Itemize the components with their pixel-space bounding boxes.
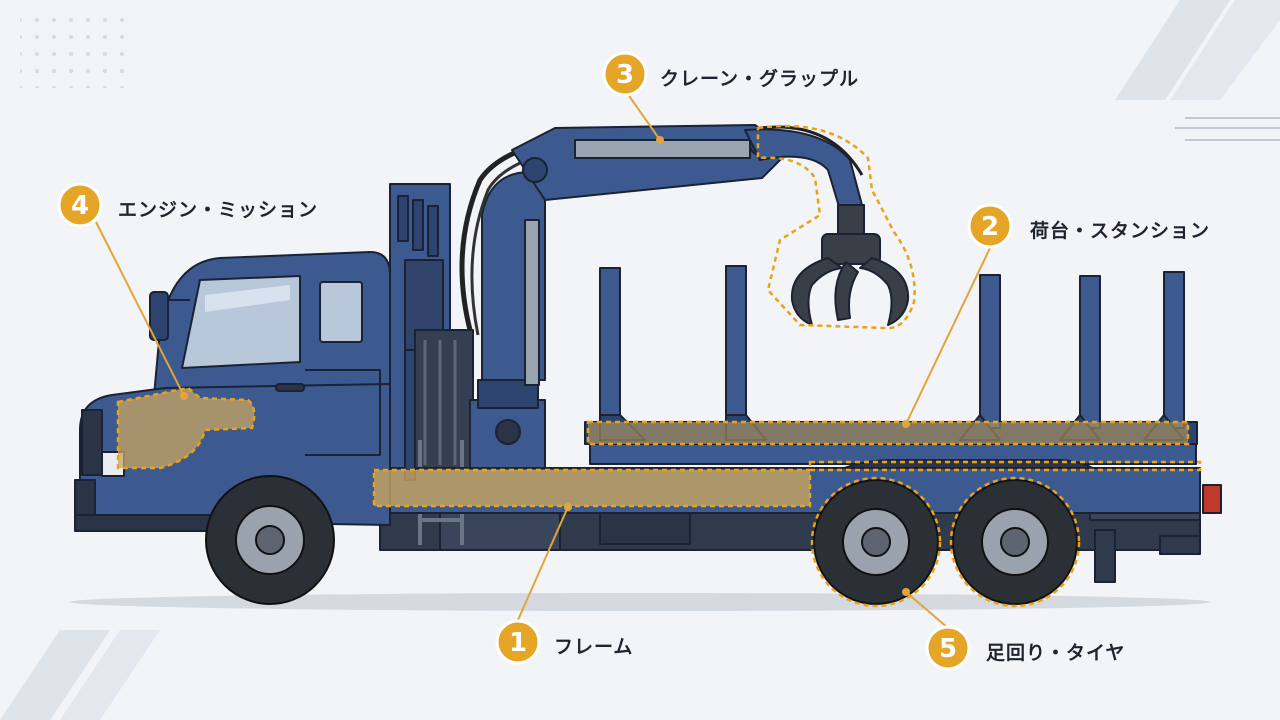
badge-3 [602, 51, 648, 97]
highlight-tire-2 [949, 476, 1081, 608]
highlight-rail-edge [808, 460, 1202, 472]
part-highlights [116, 124, 1202, 608]
highlight-grapple [756, 124, 916, 330]
highlight-bed [586, 420, 1190, 446]
ground-shadow [70, 593, 1210, 611]
badge-1 [495, 619, 541, 665]
callout-label-frame: フレーム [554, 636, 634, 658]
grapple [790, 204, 910, 326]
badge-2 [967, 203, 1013, 249]
callout-badges [57, 51, 1013, 671]
callout-numbers: 1 2 3 4 5 [71, 60, 999, 664]
badge-number-5: 5 [939, 634, 957, 664]
leader-dots [180, 136, 910, 596]
badge-5 [925, 625, 971, 671]
badge-number-1: 1 [509, 628, 527, 658]
callout-label-engine-transmission: エンジン・ミッション [118, 199, 319, 221]
badge-number-2: 2 [981, 212, 999, 242]
wheels [205, 475, 1078, 605]
badge-number-4: 4 [71, 191, 89, 221]
badge-number-3: 3 [616, 60, 634, 90]
leader-lines [95, 89, 991, 629]
front-wheel [205, 475, 335, 605]
highlight-tire-1 [810, 476, 942, 608]
highlight-engine [116, 386, 256, 470]
rear-wheel-2 [952, 479, 1078, 605]
rear-wheel-1 [813, 479, 939, 605]
badge-4 [57, 182, 103, 228]
callout-label-crane-grapple: クレーン・グラップル [660, 68, 860, 90]
callout-label-bed-stanchions: 荷台・スタンション [1030, 220, 1211, 242]
highlight-frame [372, 468, 812, 508]
callout-label-suspension-tires: 足回り・タイヤ [986, 642, 1126, 664]
